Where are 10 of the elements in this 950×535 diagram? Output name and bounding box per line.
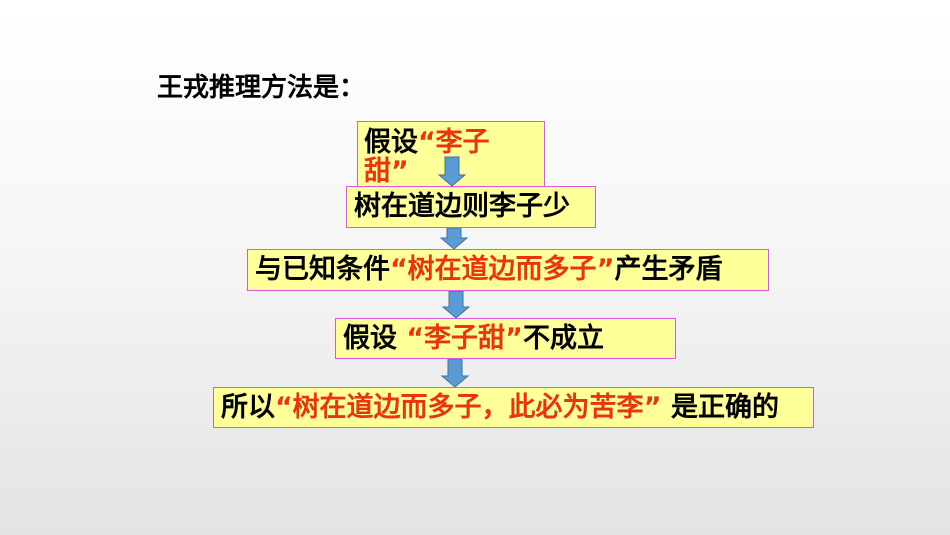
arrow <box>438 156 466 187</box>
arrow <box>440 358 470 388</box>
slide-title: 王戎推理方法是： <box>157 72 365 105</box>
arrow <box>440 228 468 250</box>
step-box: 所以“树在道边而多子，此必为苦李” 是正确的 <box>213 387 814 428</box>
step-box: 树在道边则李子少 <box>346 186 596 228</box>
arrow <box>442 290 470 319</box>
step-box: 假设“李子甜” <box>357 121 545 186</box>
step-box: 假设 “李子甜”不成立 <box>335 318 676 359</box>
step-box: 与已知条件“树在道边而多子”产生矛盾 <box>247 249 769 291</box>
